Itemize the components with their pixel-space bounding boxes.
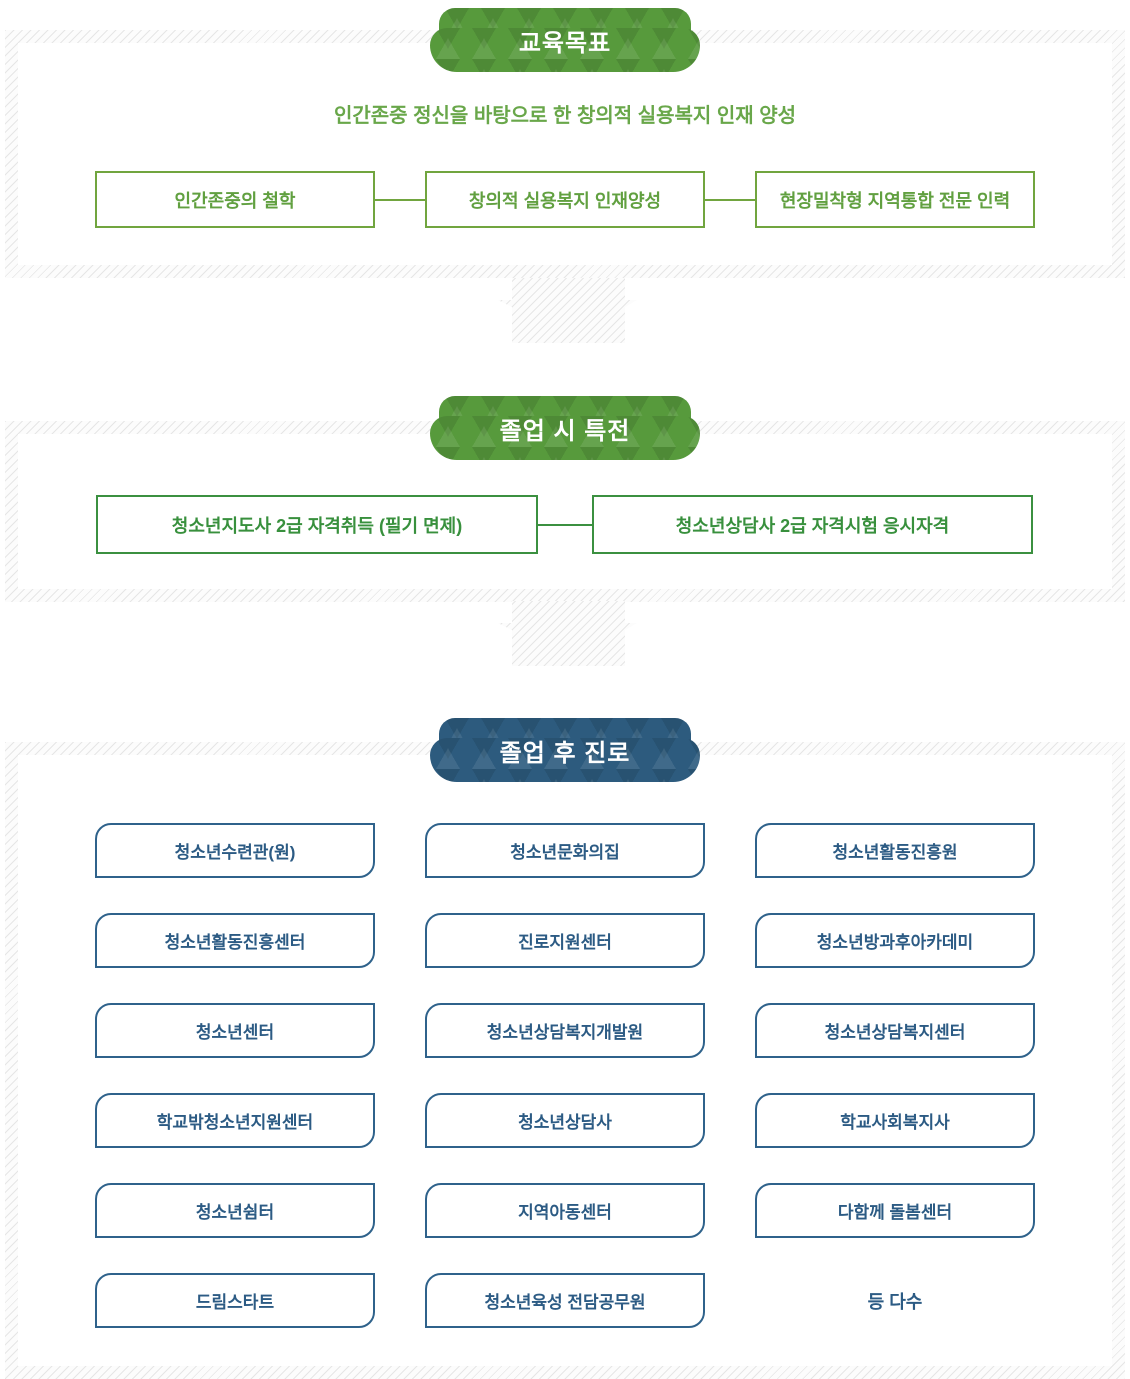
career-box: 청소년활동진흥센터 [95,913,375,968]
benefit-box-youth-leader: 청소년지도사 2급 자격취득 (필기 면제) [96,495,538,554]
career-label: 청소년문화의집 [510,843,620,862]
career-label: 청소년활동진흥원 [832,843,958,862]
benefit-box-label: 청소년지도사 2급 자격취득 (필기 면제) [171,515,463,536]
career-label: 청소년상담복지센터 [824,1023,966,1042]
career-box: 진로지원센터 [425,913,705,968]
career-label: 청소년수련관(원) [174,843,296,862]
career-box: 청소년상담복지센터 [755,1003,1035,1058]
benefit-connector-line [538,523,592,526]
career-label: 청소년상담복지개발원 [486,1023,644,1042]
section-goals-badge-label: 교육목표 [518,29,612,57]
career-label: 청소년방과후아카데미 [816,933,974,952]
career-box: 청소년상담복지개발원 [425,1003,705,1058]
career-box: 청소년센터 [95,1003,375,1058]
section-careers-badge-label: 졸업 후 진로 [499,739,631,767]
career-label: 다함께 돌봄센터 [837,1203,953,1222]
career-box: 다함께 돌봄센터 [755,1183,1035,1238]
career-label: 청소년활동진흥센터 [164,933,306,952]
benefit-boxes-row: 청소년지도사 2급 자격취득 (필기 면제) 청소년상담사 2급 자격시험 응시… [96,495,1033,554]
goal-connector-line [705,198,755,201]
career-box: 청소년방과후아카데미 [755,913,1035,968]
career-label: 청소년쉼터 [195,1203,275,1222]
career-more-text: 등 다수 [867,1291,923,1312]
career-label: 청소년육성 전담공무원 [484,1293,646,1312]
career-label: 학교사회복지사 [840,1113,950,1132]
career-label: 학교밖청소년지원센터 [156,1113,314,1132]
career-box: 청소년수련관(원) [95,823,375,878]
career-box: 학교밖청소년지원센터 [95,1093,375,1148]
section-goals-badge: 교육목표 [430,8,700,72]
goal-box-field-expert: 현장밀착형 지역통합 전문 인력 [755,171,1035,228]
career-label: 진로지원센터 [518,933,612,952]
section-benefits-badge: 졸업 시 특전 [430,396,700,460]
down-arrow-divider-1 [498,278,637,343]
career-box: 학교사회복지사 [755,1093,1035,1148]
benefit-box-youth-counselor: 청소년상담사 2급 자격시험 응시자격 [592,495,1033,554]
down-arrow-divider-2 [498,601,637,666]
section-careers-badge: 졸업 후 진로 [430,718,700,782]
career-box: 청소년활동진흥원 [755,823,1035,878]
career-label: 지역아동센터 [518,1203,612,1222]
career-box: 드림스타트 [95,1273,375,1328]
education-goal-subtitle: 인간존중 정신을 바탕으로 한 창의적 실용복지 인재 양성 [333,105,797,127]
career-box: 청소년상담사 [425,1093,705,1148]
career-box: 청소년쉼터 [95,1183,375,1238]
career-box: 청소년육성 전담공무원 [425,1273,705,1328]
career-label: 청소년센터 [195,1023,275,1042]
goal-box-label: 인간존중의 철학 [174,190,296,211]
goal-connector-line [375,198,425,201]
section-goals-panel [18,43,1112,265]
goal-boxes-row: 인간존중의 철학 창의적 실용복지 인재양성 현장밀착형 지역통합 전문 인력 [95,171,1035,228]
goal-box-label: 창의적 실용복지 인재양성 [468,190,662,211]
section-benefits-badge-label: 졸업 시 특전 [499,417,631,445]
career-grid: 청소년수련관(원) 청소년문화의집 청소년활동진흥원 청소년활동진흥센터 진로지… [95,823,1035,1328]
career-label: 드림스타트 [195,1293,275,1312]
career-box: 지역아동센터 [425,1183,705,1238]
benefit-box-label: 청소년상담사 2급 자격시험 응시자격 [675,515,950,536]
career-label: 청소년상담사 [518,1113,612,1132]
career-box: 청소년문화의집 [425,823,705,878]
goal-box-creative-welfare: 창의적 실용복지 인재양성 [425,171,705,228]
goal-box-label: 현장밀착형 지역통합 전문 인력 [779,190,1011,211]
goal-box-philosophy: 인간존중의 철학 [95,171,375,228]
